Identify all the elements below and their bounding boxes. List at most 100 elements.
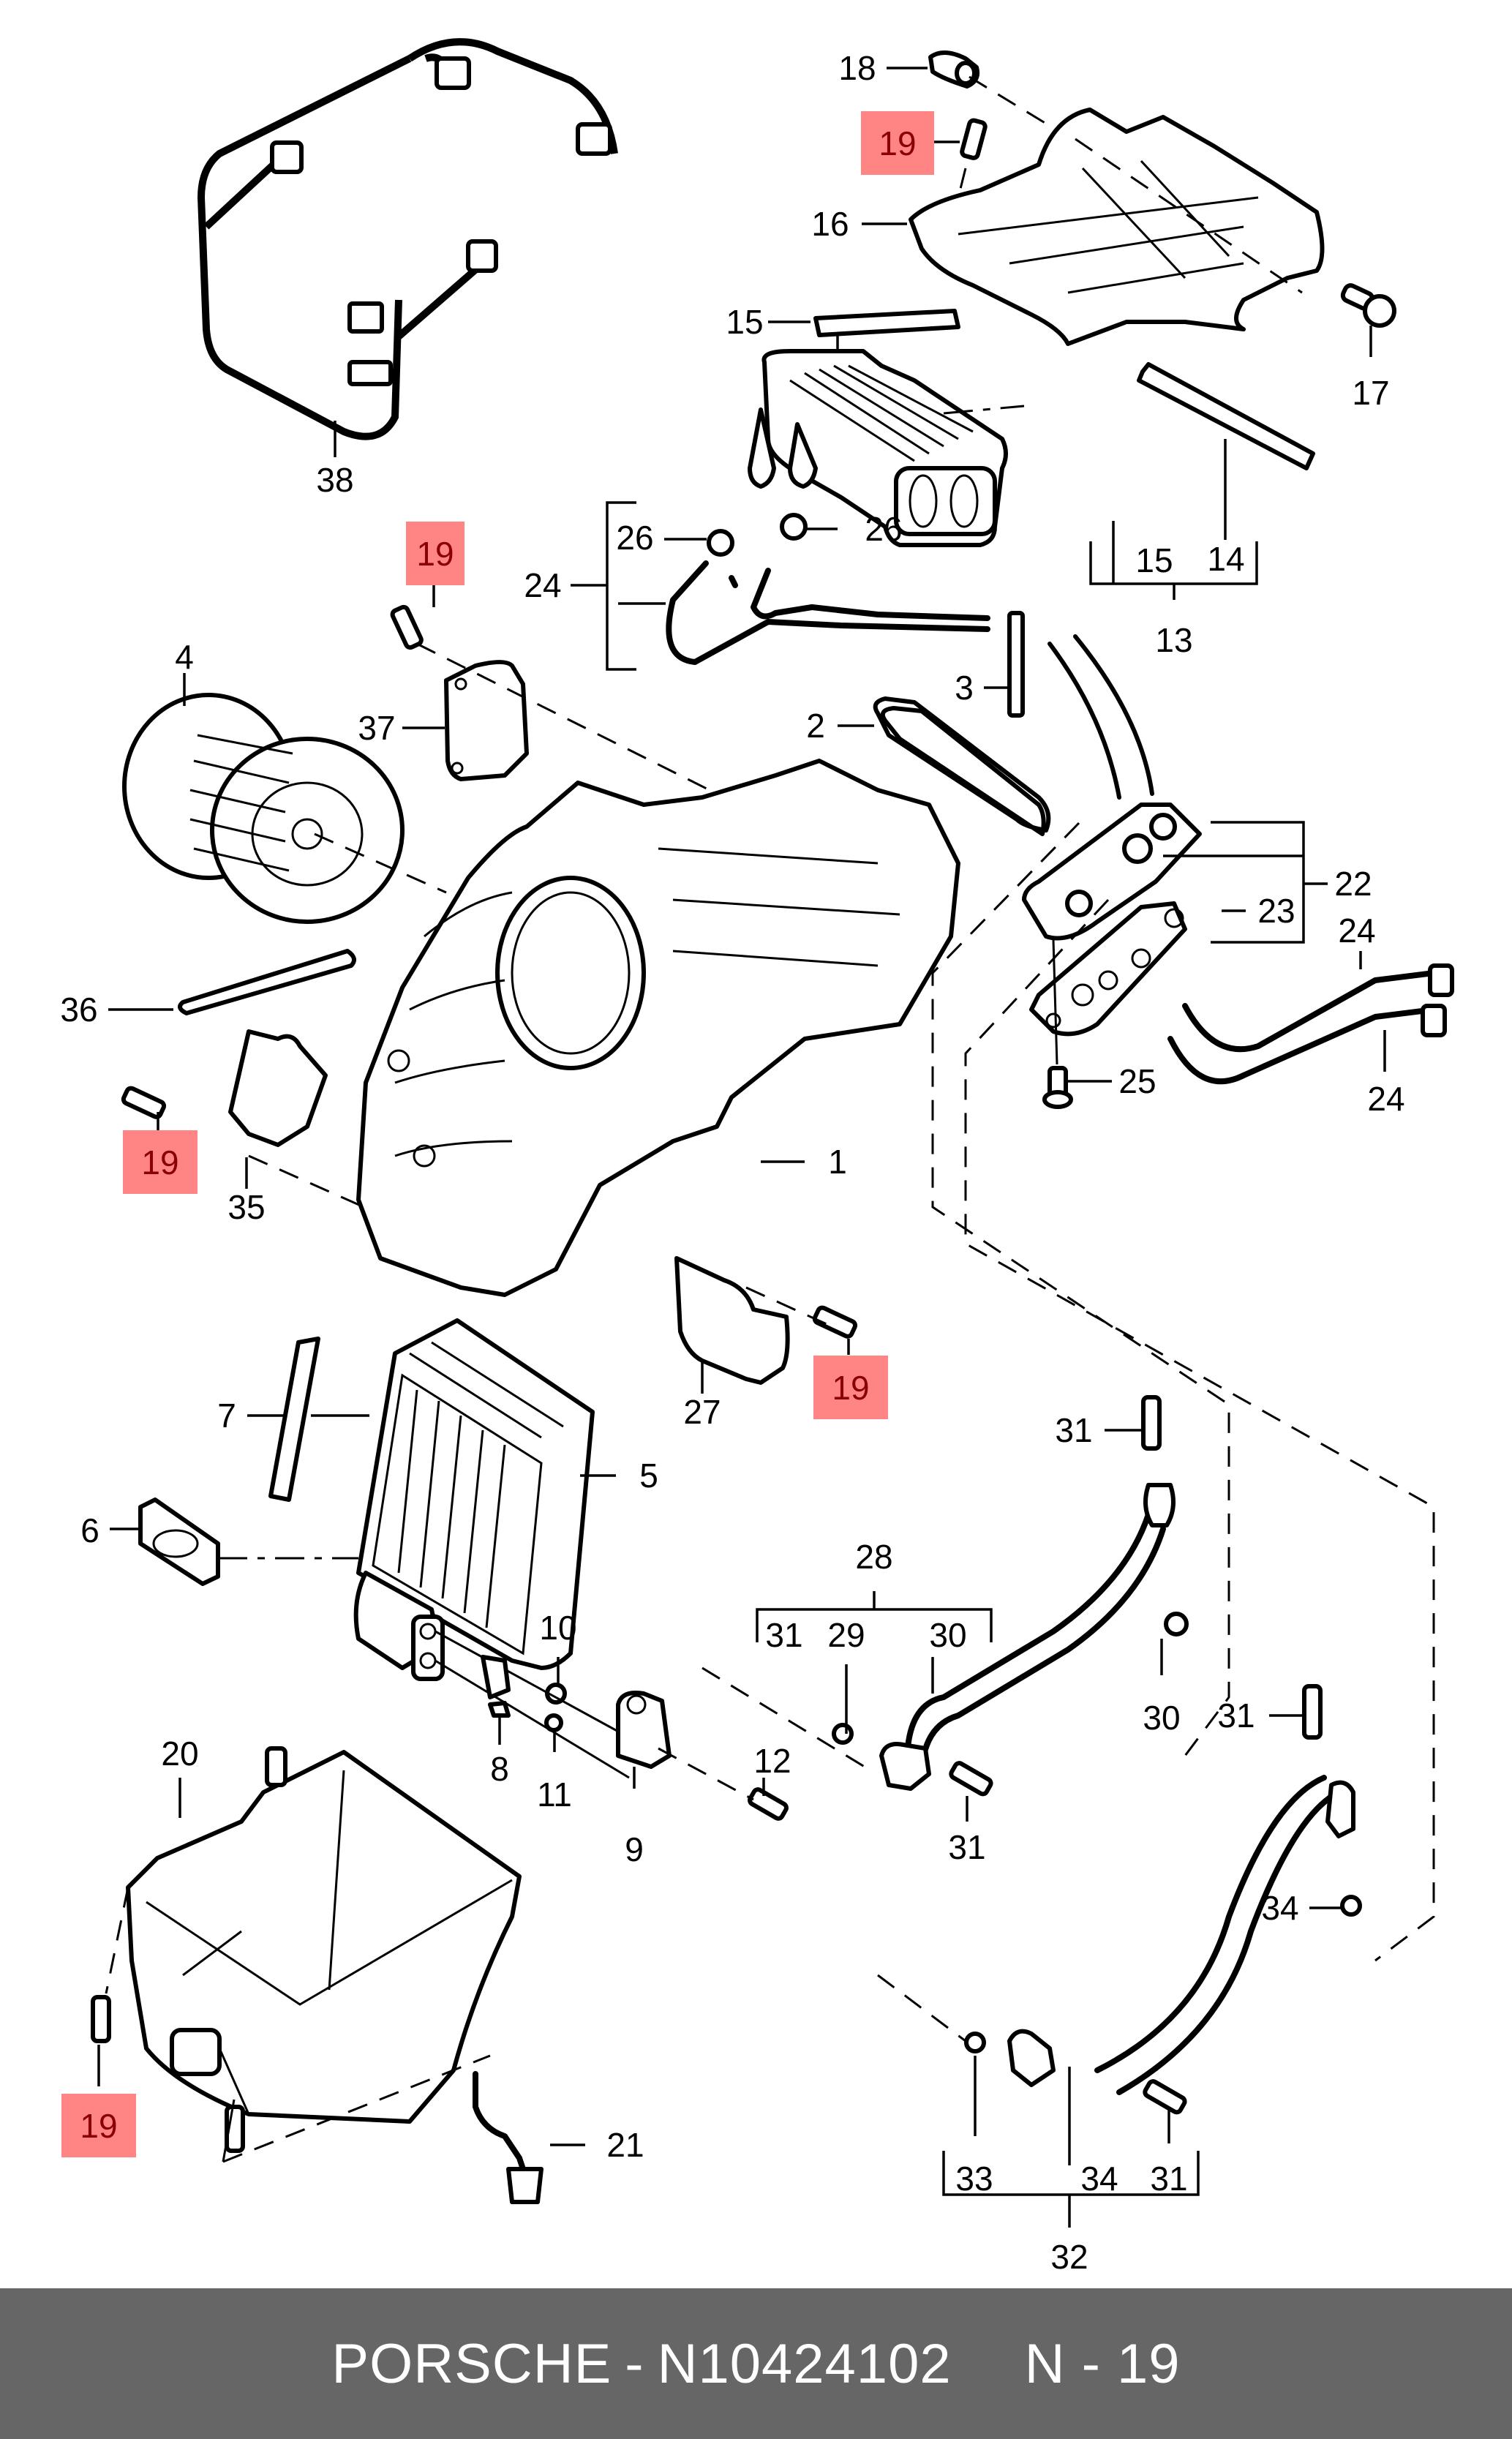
seal-strip-7 xyxy=(268,1337,320,1502)
o-ring-10 xyxy=(545,1683,567,1705)
label-34-right: 34 xyxy=(1261,1889,1299,1927)
label-31-right: 31 xyxy=(1217,1696,1255,1735)
blower-motor-4 xyxy=(122,693,405,924)
label-25: 25 xyxy=(1118,1062,1156,1100)
heat-exchanger-13 xyxy=(748,349,1008,547)
label-31-mid: 31 xyxy=(948,1828,986,1866)
seal-strip-3 xyxy=(1007,611,1025,718)
label-22: 22 xyxy=(1334,865,1372,903)
o-ring-34-a xyxy=(1340,1895,1362,1917)
bolt-31-c xyxy=(1302,1684,1323,1740)
screw-19-37 xyxy=(390,604,424,650)
grommet-18 xyxy=(928,50,980,89)
label-7: 7 xyxy=(217,1397,236,1435)
rod-36 xyxy=(178,949,356,1015)
housing-1 xyxy=(356,759,960,1297)
label-31-kit-bottom: 31 xyxy=(1150,2160,1188,2198)
screw-25 xyxy=(1042,1066,1073,1109)
part-number-footer: PORSCHE - N10424102 N - 19 xyxy=(0,2288,1512,2439)
label-1: 1 xyxy=(828,1143,847,1181)
label-18: 18 xyxy=(838,49,876,87)
label-30-kit: 30 xyxy=(929,1616,967,1654)
o-ring-33 xyxy=(964,2032,986,2053)
seal-strip-14 xyxy=(1137,362,1315,470)
clamp-26-right xyxy=(780,513,808,541)
clamp-26-left xyxy=(707,529,734,557)
flange-22 xyxy=(1022,803,1202,941)
label-37: 37 xyxy=(358,709,396,747)
label-17: 17 xyxy=(1352,374,1390,412)
o-ring-30 xyxy=(1164,1612,1189,1636)
label-24-right-bottom: 24 xyxy=(1367,1080,1405,1118)
label-27: 27 xyxy=(683,1393,721,1431)
refrigerant-line-28 xyxy=(879,1483,1176,1791)
label-12: 12 xyxy=(753,1742,791,1780)
label-6: 6 xyxy=(80,1511,99,1549)
label-11: 11 xyxy=(537,1775,572,1814)
label-32: 32 xyxy=(1050,2238,1088,2276)
cover-16 xyxy=(909,108,1325,346)
label-30: 30 xyxy=(1143,1699,1181,1737)
line-art xyxy=(91,38,1454,2228)
label-24-right-top: 24 xyxy=(1338,912,1376,950)
coolant-pipes-24-right xyxy=(1167,963,1454,1085)
label-20: 20 xyxy=(161,1735,199,1773)
callout-reference: N - 19 xyxy=(1024,2332,1181,2395)
label-29: 29 xyxy=(827,1616,865,1654)
flange-plate-23 xyxy=(1029,901,1187,1037)
evaporator-5 xyxy=(356,1318,595,1670)
servo-37 xyxy=(444,660,529,781)
label-5: 5 xyxy=(639,1457,658,1495)
label-14: 14 xyxy=(1207,540,1245,578)
bolt-31-d xyxy=(1143,2079,1187,2115)
label-15-top: 15 xyxy=(726,303,764,341)
label-26-left: 26 xyxy=(616,519,654,557)
servo-27 xyxy=(674,1256,790,1385)
highlight-label-19-servo35: 19 xyxy=(123,1130,198,1194)
refrigerant-line-32 xyxy=(1007,1775,1355,2095)
label-3: 3 xyxy=(955,669,974,707)
label-36: 36 xyxy=(60,991,98,1029)
label-15-bracket: 15 xyxy=(1135,541,1173,579)
label-34-kit: 34 xyxy=(1080,2160,1118,2198)
label-10: 10 xyxy=(539,1609,577,1647)
label-13: 13 xyxy=(1155,621,1193,659)
label-24-top: 24 xyxy=(524,566,562,604)
label-26-right: 26 xyxy=(865,510,903,548)
servo-35 xyxy=(228,1029,328,1147)
highlight-label-19-top: 19 xyxy=(861,111,934,175)
parts-diagram: 18 16 17 15 38 26 26 24 15 14 13 4 37 2 … xyxy=(60,38,1454,2276)
screw-19-27 xyxy=(812,1305,858,1339)
o-ring-29 xyxy=(832,1723,854,1745)
highlight-label-19-lower: 19 xyxy=(61,2094,136,2157)
lower-housing-20 xyxy=(126,1746,522,2153)
label-8: 8 xyxy=(490,1750,509,1788)
coolant-pipes-24-top xyxy=(666,560,990,665)
label-28: 28 xyxy=(855,1538,893,1576)
label-9: 9 xyxy=(625,1830,644,1868)
brand-name: PORSCHE xyxy=(331,2332,612,2395)
label-31-upper: 31 xyxy=(1055,1411,1093,1449)
label-35: 35 xyxy=(227,1188,266,1226)
gasket-2 xyxy=(873,696,1051,836)
o-ring-11 xyxy=(544,1713,563,1732)
drain-hose-21 xyxy=(473,2071,544,2204)
label-23: 23 xyxy=(1257,892,1295,930)
bolt-12 xyxy=(748,1787,789,1821)
clip-8 xyxy=(481,1655,511,1718)
highlight-label-19-servo37: 19 xyxy=(406,522,464,585)
bolt-31-a xyxy=(1141,1395,1162,1451)
seal-block-6 xyxy=(138,1497,220,1586)
screw-19-top xyxy=(960,118,988,160)
part-number: N10424102 xyxy=(657,2332,952,2395)
wiring-harness-38 xyxy=(197,38,618,440)
label-16: 16 xyxy=(811,205,849,243)
screw-19-35 xyxy=(121,1086,167,1119)
label-38: 38 xyxy=(316,461,354,499)
label-33: 33 xyxy=(955,2160,993,2198)
separator: - xyxy=(625,2332,644,2395)
expansion-valve-9 xyxy=(616,1691,672,1769)
label-4: 4 xyxy=(175,638,194,676)
label-31-kit: 31 xyxy=(765,1616,803,1654)
label-21: 21 xyxy=(606,2126,644,2164)
